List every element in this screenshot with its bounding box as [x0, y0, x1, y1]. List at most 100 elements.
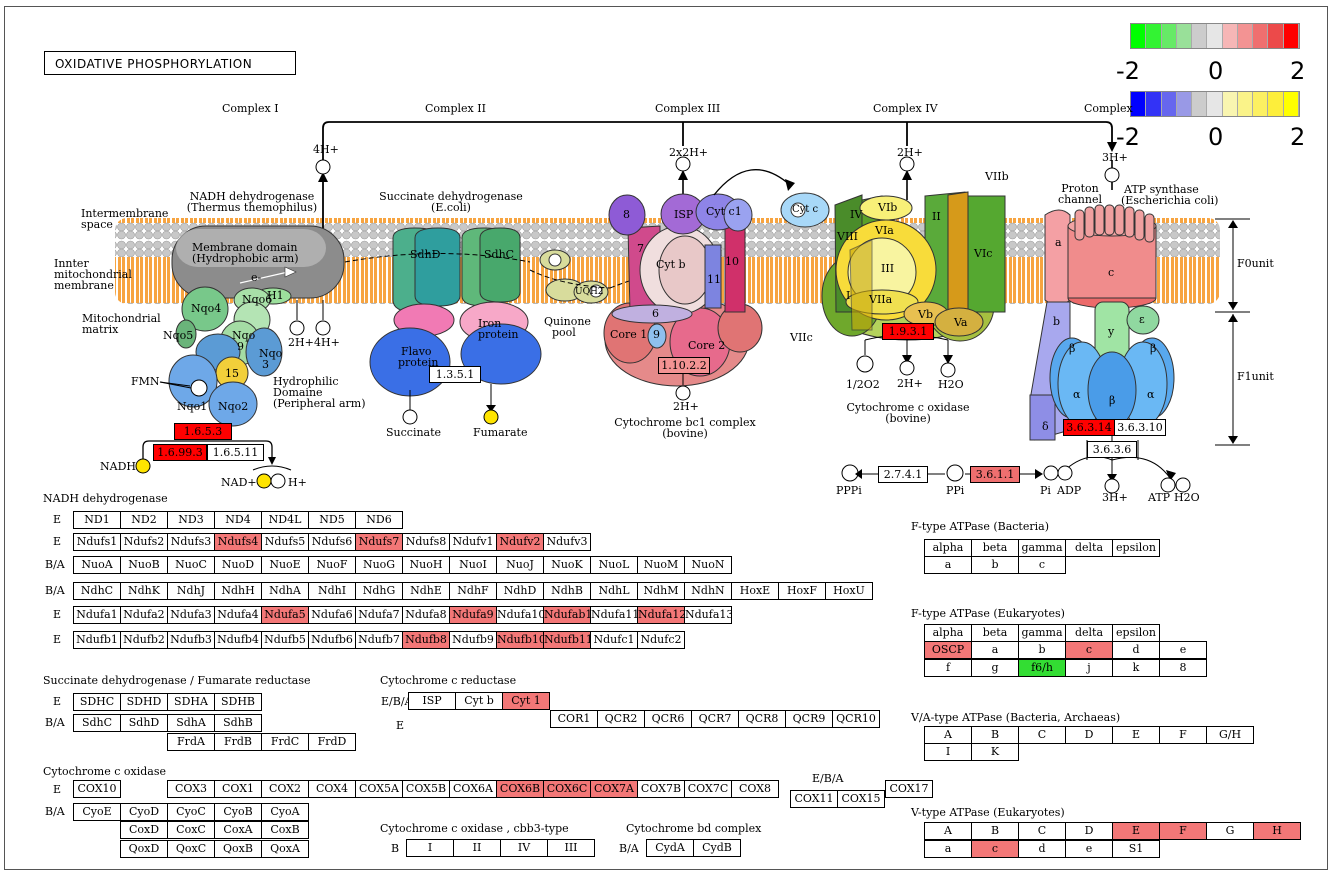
gene-cell[interactable]: OSCP: [924, 641, 972, 659]
gene-cell[interactable]: Ndufb9: [449, 631, 497, 649]
gene-cell[interactable]: COX7A: [590, 780, 638, 798]
gene-cell[interactable]: ND2: [120, 511, 168, 529]
gene-cell[interactable]: ND3: [167, 511, 215, 529]
ec-1-3-5-1[interactable]: 1.3.5.1: [429, 366, 481, 383]
gene-cell[interactable]: I: [406, 839, 454, 857]
gene-cell[interactable]: CydB: [693, 839, 741, 857]
gene-cell[interactable]: HoxF: [778, 582, 826, 600]
gene-cell[interactable]: d: [1112, 641, 1160, 659]
gene-cell[interactable]: FrdC: [261, 733, 309, 751]
gene-cell[interactable]: alpha: [924, 539, 972, 557]
gene-cell[interactable]: FrdB: [214, 733, 262, 751]
gene-cell[interactable]: Ndufs4: [214, 533, 262, 551]
gene-cell[interactable]: CyoE: [73, 803, 121, 821]
gene-cell[interactable]: COX8: [731, 780, 779, 798]
gene-cell[interactable]: a: [924, 556, 972, 574]
gene-cell[interactable]: G: [1206, 822, 1254, 840]
gene-cell[interactable]: epsilon: [1112, 624, 1160, 642]
gene-cell[interactable]: Ndufa5: [261, 606, 309, 624]
gene-cell[interactable]: CoxB: [261, 821, 309, 839]
gene-cell[interactable]: COX5A: [355, 780, 403, 798]
gene-cell[interactable]: QCR6: [644, 710, 692, 728]
gene-cell[interactable]: NdhF: [449, 582, 497, 600]
gene-cell[interactable]: f: [924, 659, 972, 677]
gene-cell[interactable]: COR1: [550, 710, 598, 728]
gene-cell[interactable]: QoxC: [167, 840, 215, 858]
gene-cell[interactable]: II: [453, 839, 501, 857]
gene-cell[interactable]: Ndufb6: [308, 631, 356, 649]
gene-cell[interactable]: ND5: [308, 511, 356, 529]
gene-cell[interactable]: III: [547, 839, 595, 857]
gene-cell[interactable]: CoxC: [167, 821, 215, 839]
gene-cell[interactable]: Ndufab1: [543, 606, 591, 624]
gene-cell[interactable]: QCR8: [738, 710, 786, 728]
gene-cell[interactable]: NuoB: [120, 556, 168, 574]
gene-cell[interactable]: SdhB: [214, 714, 262, 732]
gene-cell[interactable]: CyoD: [120, 803, 168, 821]
gene-cell[interactable]: NdhB: [543, 582, 591, 600]
gene-cell[interactable]: delta: [1065, 624, 1113, 642]
gene-cell[interactable]: Ndufa9: [449, 606, 497, 624]
gene-cell[interactable]: B: [971, 822, 1019, 840]
gene-cell[interactable]: SdhC: [73, 714, 121, 732]
gene-cell[interactable]: alpha: [924, 624, 972, 642]
gene-cell[interactable]: NuoL: [590, 556, 638, 574]
gene-cell[interactable]: Ndufa6: [308, 606, 356, 624]
gene-cell[interactable]: NuoC: [167, 556, 215, 574]
gene-cell[interactable]: NdhE: [402, 582, 450, 600]
gene-cell[interactable]: COX1: [214, 780, 262, 798]
gene-cell[interactable]: a: [924, 840, 972, 858]
gene-cell[interactable]: NdhJ: [167, 582, 215, 600]
gene-cell[interactable]: NuoD: [214, 556, 262, 574]
gene-cell[interactable]: Ndufb1: [73, 631, 121, 649]
gene-cell[interactable]: ISP: [408, 692, 456, 710]
gene-cell[interactable]: D: [1065, 822, 1113, 840]
gene-cell[interactable]: C: [1018, 726, 1066, 744]
gene-cell[interactable]: f6/h: [1018, 659, 1066, 677]
ec-1-6-5-11[interactable]: 1.6.5.11: [207, 444, 264, 461]
gene-cell[interactable]: SDHC: [73, 693, 121, 711]
gene-cell[interactable]: c: [1018, 556, 1066, 574]
gene-cell[interactable]: k: [1112, 659, 1160, 677]
gene-cell[interactable]: NdhD: [496, 582, 544, 600]
gene-cell[interactable]: Ndufv1: [449, 533, 497, 551]
gene-cell[interactable]: epsilon: [1112, 539, 1160, 557]
gene-cell[interactable]: b: [971, 556, 1019, 574]
gene-cell[interactable]: Ndufa10: [496, 606, 544, 624]
gene-cell[interactable]: COX11: [790, 790, 838, 808]
gene-cell[interactable]: CyoA: [261, 803, 309, 821]
gene-cell[interactable]: COX6A: [449, 780, 497, 798]
gene-cell[interactable]: NuoK: [543, 556, 591, 574]
gene-cell[interactable]: Ndufb8: [402, 631, 450, 649]
gene-cell[interactable]: SdhA: [167, 714, 215, 732]
gene-cell[interactable]: NdhG: [355, 582, 403, 600]
gene-cell[interactable]: Ndufs6: [308, 533, 356, 551]
gene-cell[interactable]: Ndufa2: [120, 606, 168, 624]
gene-cell[interactable]: NdhL: [590, 582, 638, 600]
gene-cell[interactable]: F: [1159, 822, 1207, 840]
ec-3-6-3-6[interactable]: 3.6.3.6: [1087, 441, 1137, 458]
gene-cell[interactable]: D: [1065, 726, 1113, 744]
gene-cell[interactable]: b: [1018, 641, 1066, 659]
gene-cell[interactable]: Ndufv3: [543, 533, 591, 551]
gene-cell[interactable]: C: [1018, 822, 1066, 840]
gene-cell[interactable]: QCR9: [785, 710, 833, 728]
gene-cell[interactable]: E: [1112, 726, 1160, 744]
gene-cell[interactable]: NuoM: [637, 556, 685, 574]
gene-cell[interactable]: COX5B: [402, 780, 450, 798]
gene-cell[interactable]: d: [1018, 840, 1066, 858]
gene-cell[interactable]: Ndufa8: [402, 606, 450, 624]
gene-cell[interactable]: NdhI: [308, 582, 356, 600]
gene-cell[interactable]: j: [1065, 659, 1113, 677]
gene-cell[interactable]: a: [971, 641, 1019, 659]
gene-cell[interactable]: A: [924, 726, 972, 744]
ec-1-9-3-1[interactable]: 1.9.3.1: [882, 323, 934, 340]
gene-cell[interactable]: QCR2: [597, 710, 645, 728]
gene-cell[interactable]: ND6: [355, 511, 403, 529]
gene-cell[interactable]: SDHD: [120, 693, 168, 711]
gene-cell[interactable]: A: [924, 822, 972, 840]
gene-cell[interactable]: FrdD: [308, 733, 356, 751]
gene-cell[interactable]: delta: [1065, 539, 1113, 557]
gene-cell[interactable]: COX6B: [496, 780, 544, 798]
gene-cell[interactable]: NuoF: [308, 556, 356, 574]
